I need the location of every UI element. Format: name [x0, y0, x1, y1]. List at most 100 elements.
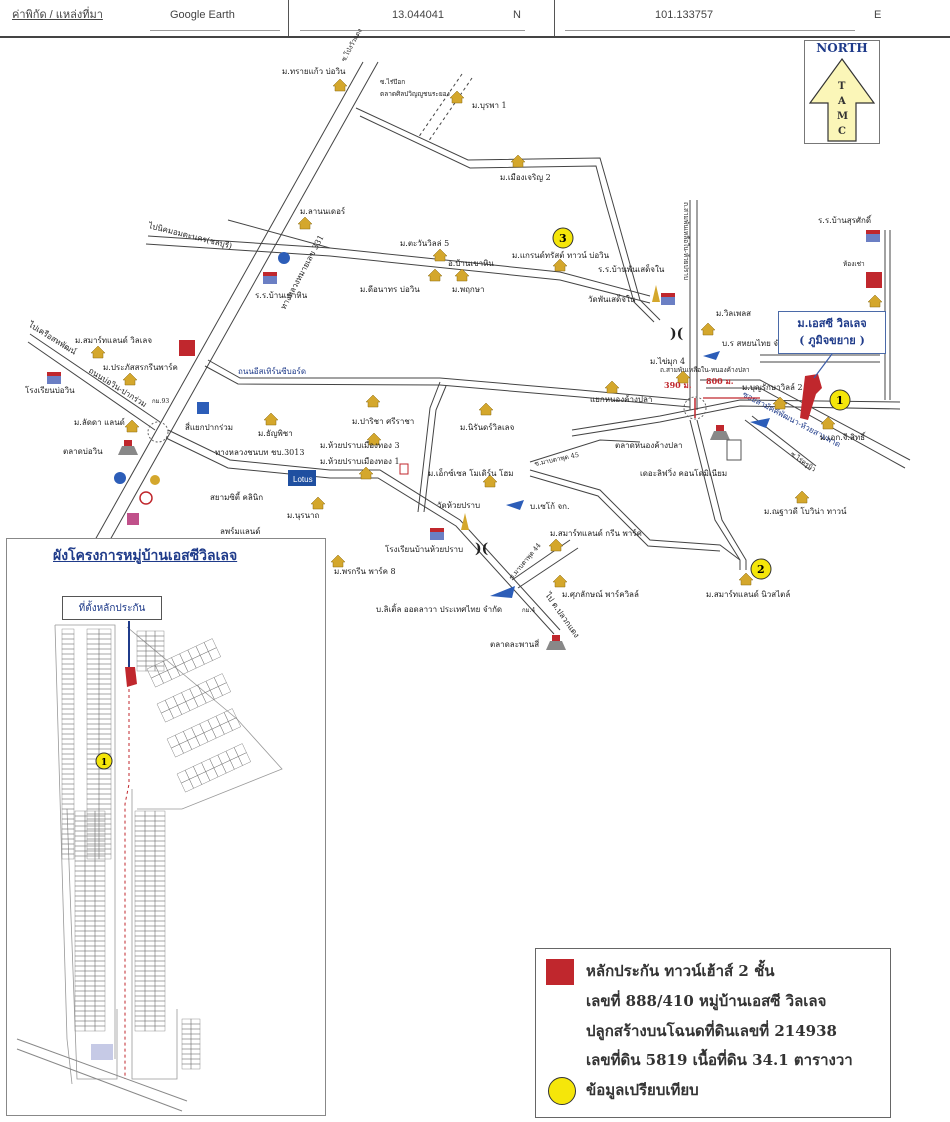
village-house-icon	[124, 419, 140, 433]
legend-line-1: หลักประกัน ทาวน์เฮ้าส์ 2 ชั้น	[586, 962, 775, 980]
village-house-icon	[675, 370, 691, 384]
road-right-label: ถ.สามพันเหลือใน-หนองค้างปลา	[660, 366, 750, 374]
divider	[565, 30, 855, 31]
factory-icon	[506, 500, 524, 510]
map-legend: หลักประกัน ทาวน์เฮ้าส์ 2 ชั้น เลขที่ 888…	[535, 948, 891, 1118]
place-label: เดอะลิฟวิ่ง คอนโดมิเนียม	[640, 467, 727, 478]
road	[355, 107, 661, 321]
comparable-marker-1: 1	[95, 752, 113, 770]
place-label: ห้องเช่า	[843, 260, 865, 268]
place-label: ม.เอ็กซ์เซล โมเดิร์น โฮม	[428, 468, 514, 478]
village-house-icon	[820, 416, 836, 430]
apartment-icon	[866, 272, 882, 288]
village-house-icon	[700, 322, 716, 336]
village-house-icon	[358, 466, 374, 480]
village-house-icon	[122, 372, 138, 386]
north-arrow: NORTH T A M C	[804, 40, 880, 144]
place-label: ม.นุรนาถ	[287, 511, 320, 520]
place-label: ม.ประภัสสรกรีนพาร์ค	[103, 362, 178, 372]
legend-line-5: ข้อมูลเปรียบเทียบ	[586, 1081, 699, 1099]
place-label: ม.ปาริชา ศรีราชา	[352, 417, 414, 426]
place-label: ม.ศุภลักษณ์ พาร์ควิลล์	[562, 589, 639, 599]
road	[145, 243, 651, 304]
village-house-icon	[263, 412, 279, 426]
place-label: ม.วิลเพลส	[716, 309, 751, 318]
place-label: ม.ไข่มุก 4	[650, 357, 685, 366]
marker-number: 1	[101, 758, 107, 768]
km-marker-label: กม.93	[152, 398, 169, 405]
village-house-icon	[552, 574, 568, 588]
place-label: ม.สมาร์ทแลนด์ กรีน พาร์ค	[550, 528, 642, 538]
lot-block	[156, 673, 231, 723]
lot-block	[134, 810, 166, 1032]
road	[204, 365, 691, 408]
market-icon	[118, 440, 138, 455]
to-kritsada-label: ไปเครือสหพัฒน์	[26, 319, 79, 357]
north-arrow-icon	[808, 57, 876, 142]
bridge-icon: )(	[475, 541, 488, 557]
lot-block	[86, 628, 112, 860]
gas-station-icon	[114, 472, 126, 484]
village-house-icon	[510, 154, 526, 168]
plan-main-road	[16, 1048, 183, 1112]
junction-circle	[147, 421, 169, 443]
village-house-icon	[432, 248, 448, 262]
place-label: ร.ร.บ้านสุรศักดิ์	[818, 214, 872, 225]
divider	[150, 30, 280, 31]
place-label: ตลาดบ่อวิน	[63, 447, 103, 456]
bank-icon	[150, 475, 160, 485]
plan-lots	[61, 628, 251, 1070]
plan-common-area	[91, 1044, 113, 1060]
marker-number: 1	[836, 394, 844, 407]
market-icon	[710, 425, 730, 440]
place-label: ลพร์มแลนด์	[220, 526, 260, 536]
lot-block	[74, 810, 106, 1032]
road	[427, 77, 473, 143]
highway-331-road	[94, 61, 364, 541]
eastern-seaboard-label: ถนนอีสเทิร์นซีบอร์ด	[238, 366, 306, 376]
place-label: ม.พฤกษา	[452, 285, 485, 294]
place-label: ม.พรกรีน พาร์ค 8	[334, 566, 396, 576]
temple-icon	[461, 513, 469, 530]
school-icon	[430, 528, 444, 540]
comparable-swatch	[548, 1077, 576, 1105]
lot-block	[166, 708, 241, 758]
bank-icon	[127, 513, 139, 525]
place-label: วัดห้วยปราบ	[437, 501, 480, 510]
temple-icon	[652, 285, 660, 302]
road	[706, 387, 906, 469]
lotus-store-icon	[288, 470, 316, 486]
collateral-swatch	[546, 959, 574, 985]
north-letter: A	[837, 96, 846, 107]
village-house-icon	[90, 345, 106, 359]
village-house-icon	[365, 394, 381, 408]
school-icon	[866, 230, 880, 242]
village-house-icon	[454, 268, 470, 282]
road-vertical-label: ถ.สามพันเหลือใน-ห้วยปราบ	[682, 202, 690, 280]
village-house-icon	[548, 538, 564, 552]
comparable-marker-2: 2	[750, 558, 772, 580]
village-house-icon	[552, 258, 568, 272]
place-label: บ.เซโก้ จก.	[530, 501, 570, 511]
callout-line1: ม.เอสซี วิลเลจ	[797, 317, 867, 330]
place-label: ม.แกรนด์ทรัสต์ ทาวน์ บ่อวิน	[512, 250, 610, 260]
school-icon	[661, 293, 675, 305]
place-label: ม.บุญรักษาวิลล์ 2	[742, 382, 803, 392]
bank-icon	[197, 402, 209, 414]
project-plan-inset: ผังโครงการหมู่บ้านเอสซีวิลเลจ 1 ที่ตั้งห…	[6, 538, 326, 1116]
collateral-marker	[800, 374, 822, 420]
latitude-dir: N	[513, 9, 521, 21]
place-label: โรงเรียนบ้านห้วยปราบ	[385, 544, 463, 554]
place-label: ม.สมาร์ทแลนด์ นิวสไตล์	[706, 589, 790, 599]
project-plan-diagram: 1	[16, 621, 283, 1112]
bridge-icon: )(	[670, 326, 683, 342]
place-label: วัดพันเสด็จใน	[588, 294, 636, 304]
collateral-lot-marker	[125, 667, 137, 687]
place-label: ร.ร.บ้านเขาหิน	[255, 291, 308, 300]
longitude-value: 101.133757	[655, 9, 714, 21]
place-label: ม.นิรันดร์วิลเลจ	[460, 422, 515, 432]
place-label: สี่แยกปากร่วม	[185, 421, 233, 432]
place-label: ม.ณฐาวดี โบวิน่า ทาวน์	[764, 506, 847, 516]
place-label: ม.ห้วยปราบเมืองทอง 1	[320, 457, 400, 466]
place-label: ม.ดีอนาทร บ่อวิน	[360, 285, 420, 294]
